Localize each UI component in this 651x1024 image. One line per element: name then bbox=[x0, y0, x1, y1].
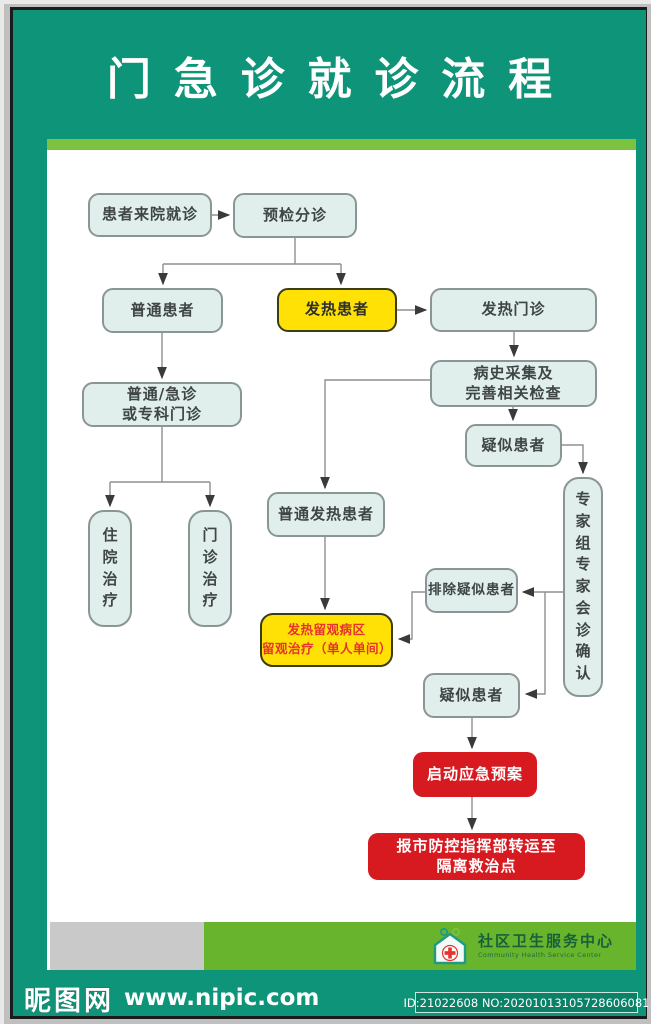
flow-node-label: 普通患者 bbox=[130, 300, 195, 319]
flow-node-normal-patient: 普通患者 bbox=[102, 288, 223, 333]
flow-node-label: 普通/急诊 或专科门诊 bbox=[121, 385, 202, 423]
flow-node-label: 疑似患者 bbox=[439, 685, 504, 704]
community-health-logo-icon bbox=[433, 927, 467, 965]
flow-node-suspected-initial: 疑似患者 bbox=[465, 424, 562, 467]
poster-title: 门急诊就诊流程 bbox=[106, 53, 576, 105]
flow-node-label: 患者来院就诊 bbox=[101, 205, 198, 224]
flow-node-label: 报市防控指挥部转运至 隔离救治点 bbox=[396, 837, 557, 875]
poster-header: 门急诊就诊流程 bbox=[13, 10, 646, 139]
flow-node-arrive: 患者来院就诊 bbox=[88, 193, 212, 237]
window-frame-left bbox=[0, 0, 4, 1024]
flow-node-common-fever-patient: 普通发热患者 bbox=[267, 492, 385, 537]
flow-node-label: 发热门诊 bbox=[481, 300, 546, 319]
flow-node-label: 专家组专家会诊确认 bbox=[575, 490, 591, 683]
flow-node-history-collection: 病史采集及 完善相关检查 bbox=[430, 360, 597, 407]
flow-node-label: 启动应急预案 bbox=[426, 764, 523, 783]
flow-node-fever-observation: 发热留观病区 留观治疗（单人单间） bbox=[260, 613, 393, 667]
watermark-site-name: 昵图网 bbox=[24, 985, 114, 1017]
flow-node-fever-clinic: 发热门诊 bbox=[430, 288, 597, 332]
footer-gray-strip bbox=[50, 922, 204, 970]
flow-node-label: 预检分诊 bbox=[262, 205, 327, 224]
flow-node-label: 病史采集及 完善相关检查 bbox=[465, 364, 562, 402]
flow-node-suspected-confirmed: 疑似患者 bbox=[423, 673, 520, 718]
flow-node-inpatient-treatment: 住院治疗 bbox=[88, 510, 132, 627]
header-accent-stripe bbox=[47, 139, 636, 150]
flow-node-label: 住院治疗 bbox=[102, 526, 118, 610]
flow-node-label: 发热患者 bbox=[304, 300, 369, 319]
footer-org-name-cn: 社区卫生服务中心 bbox=[477, 931, 614, 950]
flow-node-label: 排除疑似患者 bbox=[428, 581, 515, 598]
image-id-badge: ID:21022608 NO:20201013105728606081 bbox=[404, 992, 650, 1013]
footer-org-text: 社区卫生服务中心 Community Health Service Center bbox=[478, 933, 614, 960]
flow-node-emergency-plan: 启动应急预案 bbox=[413, 752, 537, 797]
flow-node-excluded-suspected: 排除疑似患者 bbox=[425, 568, 518, 613]
flow-node-label: 门诊治疗 bbox=[202, 526, 218, 610]
window-frame-top bbox=[0, 0, 651, 4]
flow-node-general-outpatient: 普通/急诊 或专科门诊 bbox=[82, 382, 242, 427]
flow-node-pre-triage: 预检分诊 bbox=[233, 193, 357, 238]
flow-node-expert-consultation: 专家组专家会诊确认 bbox=[563, 477, 603, 697]
flow-node-fever-patient: 发热患者 bbox=[277, 288, 397, 332]
flow-node-label: 疑似患者 bbox=[481, 435, 546, 454]
watermark-site-url: www.nipic.com bbox=[124, 985, 320, 1011]
footer-green-bar: 社区卫生服务中心 Community Health Service Center bbox=[204, 922, 636, 970]
footer-org-name-en: Community Health Service Center bbox=[477, 951, 602, 960]
flow-node-outpatient-treatment: 门诊治疗 bbox=[188, 510, 232, 627]
watermark-bar: 昵图网 www.nipic.com bbox=[24, 981, 320, 1017]
flow-node-label: 普通发热患者 bbox=[277, 504, 374, 523]
flow-node-transfer-isolation: 报市防控指挥部转运至 隔离救治点 bbox=[368, 833, 585, 880]
flow-node-label: 发热留观病区 留观治疗（单人单间） bbox=[262, 622, 393, 656]
